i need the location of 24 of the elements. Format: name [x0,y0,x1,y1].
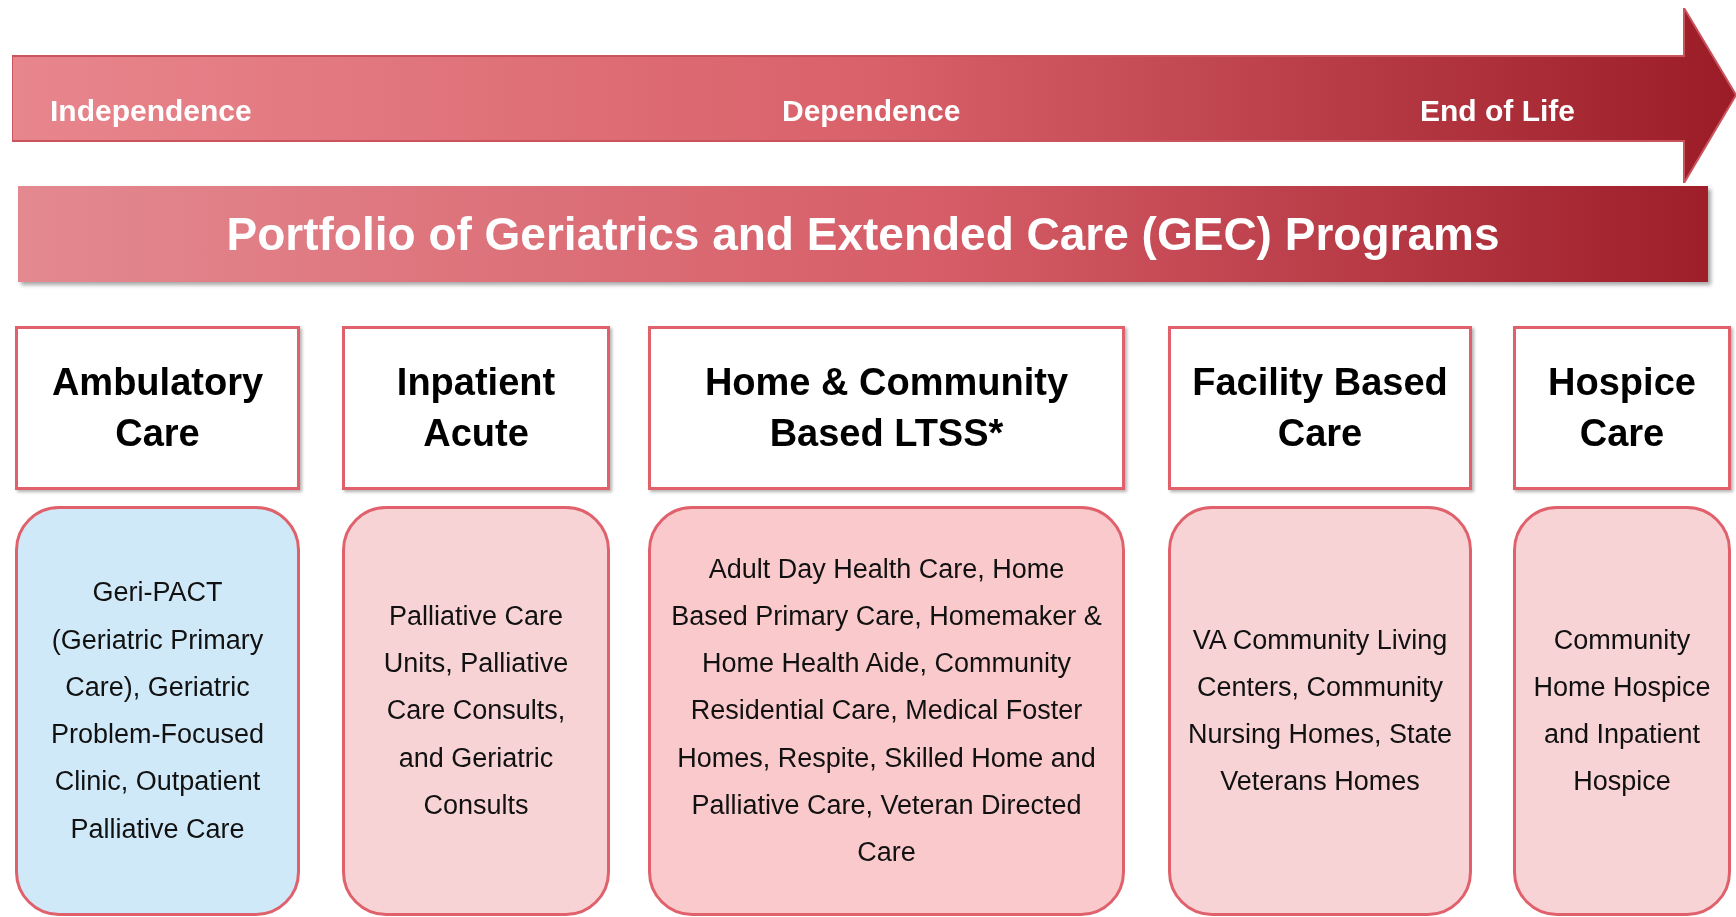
category-heading: Ambulatory Care [50,359,265,456]
program-card [1168,506,1472,916]
category-box [1513,326,1731,490]
category-heading: Inpatient Acute [395,359,557,456]
category-heading: Facility Based Care [1191,359,1449,456]
program-card [648,506,1125,916]
program-list: Adult Day Health Care, Home Based Primary Care, Homemaker & Home Health Aide, Community Residential Care, Medical Foster Homes, Respite, Skilled Home and Palliative Care, Veteran Directed Care [667,545,1106,877]
category-box [1168,326,1472,490]
stage-label: Independence [50,93,252,129]
program-card [15,506,300,916]
program-list: Geri-PACT (Geriatric Primary Care), Geriatric Problem-Focused Clinic, Outpatient Palliative Care [34,569,281,853]
program-list: Community Home Hospice and Inpatient Hospice [1532,616,1712,806]
stage-label: End of Life [1420,93,1575,129]
program-card [342,506,610,916]
category-box [648,326,1125,490]
category-box [15,326,300,490]
program-list: VA Community Living Centers, Community Nursing Homes, State Veterans Homes [1187,616,1453,806]
title-banner: Portfolio of Geriatrics and Extended Care (GEC) Programs [18,186,1708,282]
category-heading: Home & Community Based LTSS* [703,359,1070,456]
program-card [1513,506,1731,916]
stage-label: Dependence [782,93,961,129]
program-list: Palliative Care Units, Palliative Care Consults, and Geriatric Consults [361,592,591,830]
category-heading: Hospice Care [1547,359,1697,456]
category-box [342,326,610,490]
